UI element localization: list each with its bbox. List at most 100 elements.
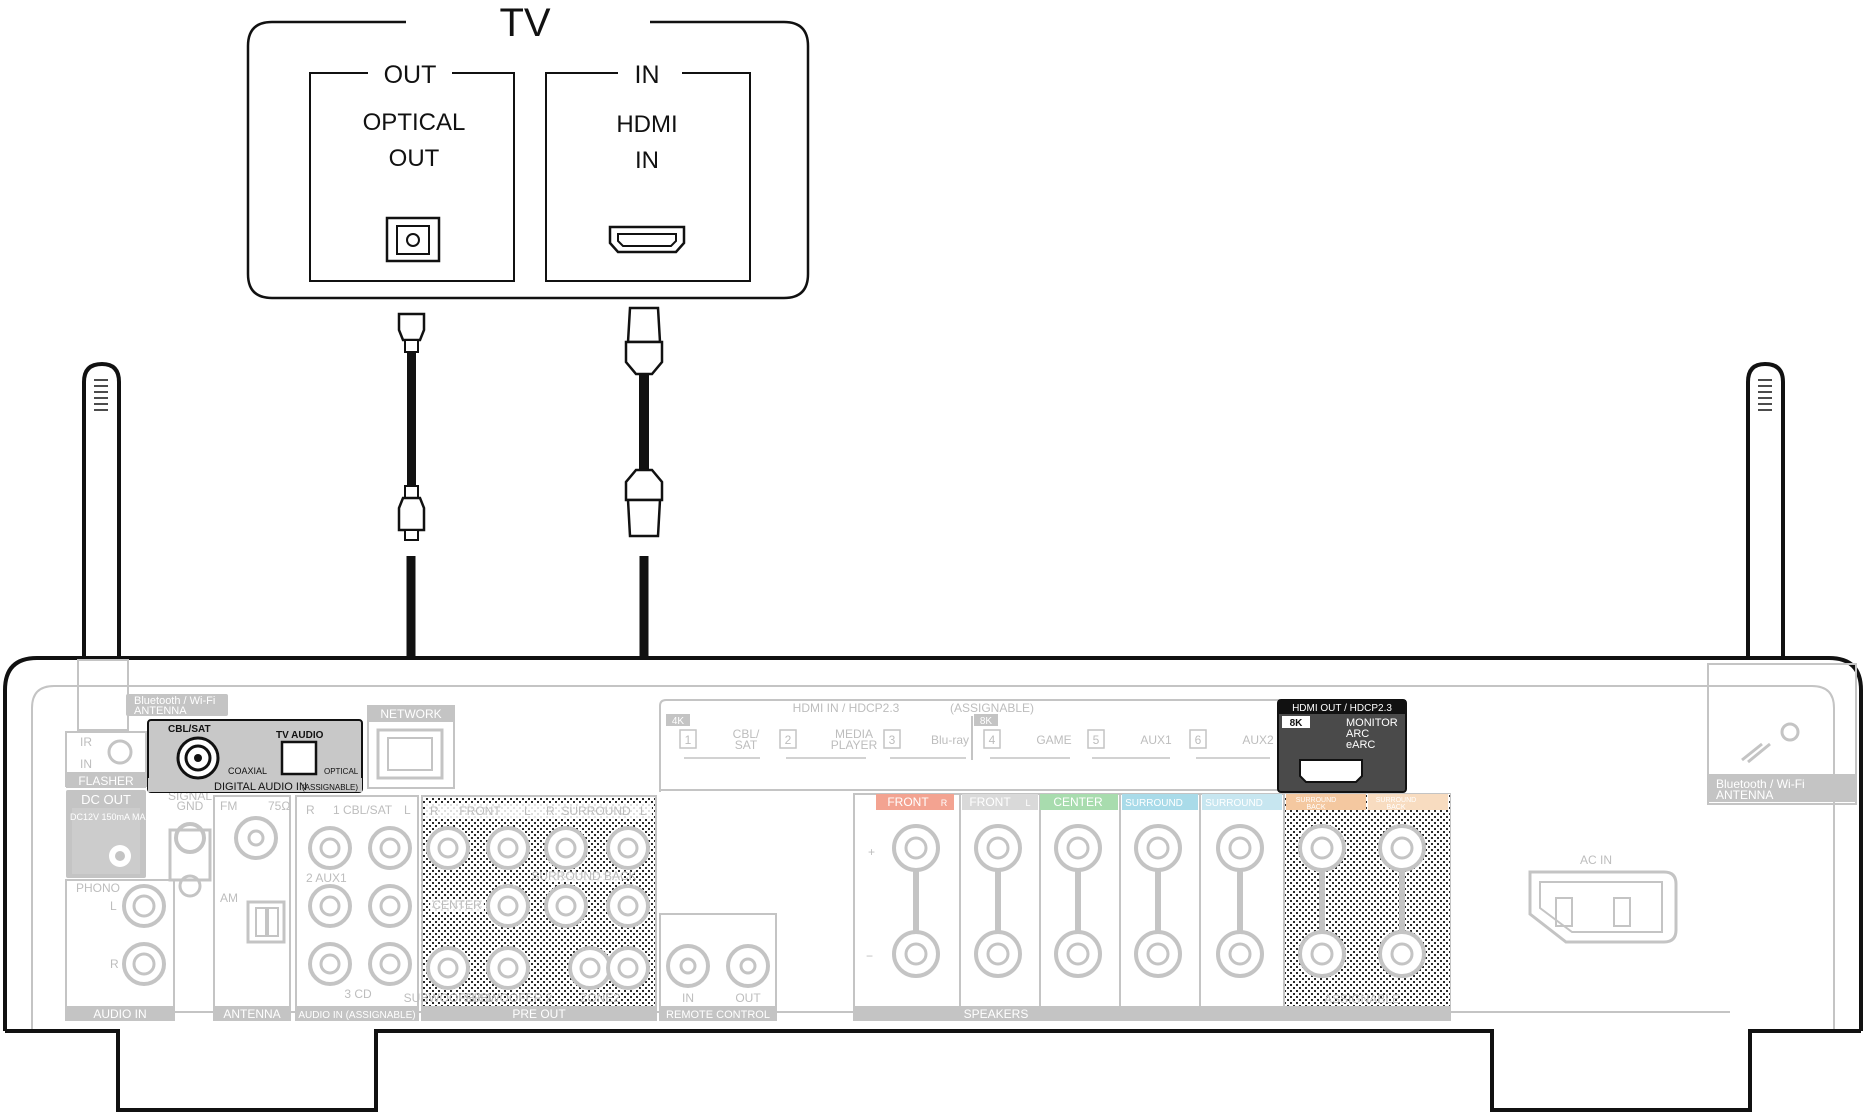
dc-spec-label: DC12V 150mA MAX. — [70, 812, 154, 822]
flasher-in-label: IN — [80, 757, 92, 771]
hdmi-plug-top — [626, 306, 662, 344]
audio-in-r-label: R — [306, 803, 315, 817]
optical-in-port[interactable] — [280, 740, 318, 776]
optical-plug-top — [397, 312, 426, 342]
sp-front-l-label: FRONT — [969, 795, 1011, 809]
network-label: NETWORK — [380, 707, 441, 721]
signal-gnd-label-2: GND — [177, 799, 204, 813]
audio-in-2-label: 2 AUX1 — [306, 871, 347, 885]
speakers-label: SPEAKERS — [964, 1007, 1029, 1021]
subwoofer1-label: SUBWOOFER 1 — [404, 991, 493, 1005]
assignable-label: ASSIGNABLE — [1324, 992, 1400, 1006]
hdmi-out-8k-badge: 8K — [1290, 718, 1304, 729]
audio-in-l-label: L — [404, 803, 411, 817]
preout-l-label: L — [524, 804, 531, 818]
rc-in-jack[interactable] — [666, 944, 710, 988]
bt-antenna-right-panel: Bluetooth / Wi-Fi ANTENNA — [1707, 663, 1857, 805]
subwoofer2-label: SUBWOOFER 2 — [464, 991, 553, 1005]
tv-hdmi-port[interactable] — [608, 225, 686, 254]
hdmi-in-assignable-label: (ASSIGNABLE) — [950, 701, 1034, 715]
tv-optical-label-2: OUT — [389, 145, 440, 172]
cbl-sat-small-label: CBL/SAT — [168, 724, 211, 735]
tv-hdmi-in-panel — [545, 72, 751, 282]
tv-title: TV — [499, 1, 550, 45]
hdmi-1-num: 1 — [685, 733, 692, 747]
hdmi-1-label-1: CBL/ — [733, 727, 760, 741]
hdmi-4-num: 4 — [989, 733, 996, 747]
audio-in-assignable-panel: R L 1 CBL/SAT 2 AUX1 3 CD AUDIO IN (ASSI… — [295, 795, 419, 1021]
tv-hdmi-label-2: IN — [635, 147, 659, 174]
preout-r2-label: R — [546, 804, 555, 818]
hdmi-3-num: 3 — [889, 733, 896, 747]
bt-right-label-2: ANTENNA — [1716, 788, 1773, 802]
ir-label: IR — [80, 735, 92, 749]
bt-right-label-1: Bluetooth / Wi-Fi — [1716, 777, 1805, 791]
tv-in-label: IN — [635, 61, 660, 89]
ac-in-panel: AC IN — [1528, 853, 1678, 944]
sp-surround-back-l-label-1: SURROUND — [1376, 797, 1416, 804]
hdmi-4-label: GAME — [1036, 733, 1071, 747]
monitor-label: MONITOR — [1346, 717, 1398, 729]
sp-surround-back-l-label-2: BACK — [1386, 804, 1405, 811]
hdmi-in-panel: HDMI IN / HDCP2.3 (ASSIGNABLE) 4K 8K 1 C… — [659, 699, 1280, 792]
ac-inlet[interactable] — [1528, 870, 1678, 944]
network-panel: NETWORK — [367, 705, 455, 789]
rc-out-jack[interactable] — [726, 944, 770, 988]
phono-l-jack[interactable] — [122, 884, 166, 928]
hdmi-out-panel: HDMI OUT / HDCP2.3 8K MONITOR ARC eARC — [1277, 699, 1407, 793]
digital-assignable-label: (ASSIGNABLE) — [302, 783, 358, 792]
antenna-right — [1746, 361, 1785, 660]
tv-optical-out-panel — [309, 72, 515, 282]
receiver-feet — [5, 1029, 1861, 1112]
sp-front-l-badge: L — [1025, 798, 1030, 808]
optical-label: OPTICAL — [324, 767, 359, 776]
preout-center-label: CENTER — [432, 898, 482, 912]
remote-control-label: REMOTE CONTROL — [666, 1009, 770, 1021]
bt-antenna-left-panel: Bluetooth / Wi-Fi ANTENNA — [77, 659, 228, 731]
antenna-label: ANTENNA — [223, 1007, 280, 1021]
hdmi-out-port[interactable] — [1299, 759, 1363, 783]
coaxial-label: COAXIAL — [228, 766, 267, 776]
hdmi-3-label: Blu-ray — [931, 733, 969, 747]
speaker-minus-label: − — [866, 949, 873, 963]
lan-port[interactable] — [376, 728, 444, 780]
preout-r-label: R — [430, 804, 439, 818]
audio-in-label: AUDIO IN — [93, 1007, 146, 1021]
tv-out-label: OUT — [384, 61, 437, 89]
sp-front-r-badge: R — [941, 798, 948, 808]
earc-label: eARC — [1346, 739, 1375, 751]
tv-optical-port[interactable] — [385, 216, 441, 263]
antenna-left — [82, 361, 121, 660]
hdmi-1-label-2: SAT — [735, 738, 758, 752]
hdmi-5-label: AUX1 — [1140, 733, 1172, 747]
speakers-panel: FRONT FRONT CENTER SURROUND SURROUND SUR… — [853, 793, 1451, 1021]
arc-label: ARC — [1346, 728, 1369, 740]
flasher-jack[interactable] — [107, 739, 133, 765]
phono-l-label: L — [110, 899, 117, 913]
zone2-label: ZONE2 — [580, 991, 620, 1005]
phono-r-jack[interactable] — [122, 942, 166, 986]
fm-jack[interactable] — [234, 816, 278, 860]
hdmi-out-header: HDMI OUT / HDCP2.3 — [1292, 703, 1392, 714]
sp-surround-back-r-label-1: SURROUND — [1296, 797, 1336, 804]
speaker-plus-label: + — [868, 845, 875, 859]
hdmi-6-num: 6 — [1195, 733, 1202, 747]
badge-4k: 4K — [672, 716, 685, 727]
phono-label: PHONO — [76, 881, 120, 895]
digital-audio-in-label: DIGITAL AUDIO IN — [214, 781, 307, 793]
hdmi-2-num: 2 — [785, 733, 792, 747]
hdmi-2-label-2: PLAYER — [831, 738, 878, 752]
optical-plug-bottom — [397, 496, 426, 532]
audio-in-assignable-label: AUDIO IN (ASSIGNABLE) — [298, 1010, 415, 1021]
bt-left-label-1: Bluetooth / Wi-Fi — [134, 695, 215, 707]
flasher-panel: IR IN FLASHER — [65, 731, 147, 788]
am-terminal[interactable] — [246, 900, 286, 944]
hdmi-in-header: HDMI IN / HDCP2.3 — [793, 701, 900, 715]
audio-in-3-label: 3 CD — [344, 987, 372, 1001]
phono-r-label: R — [110, 957, 119, 971]
pre-out-panel: R FRONT L R SURROUND L SURROUND BACK CEN… — [404, 795, 657, 1021]
tv-optical-label-1: OPTICAL — [363, 109, 466, 136]
am-label: AM — [220, 891, 238, 905]
pre-out-label: PRE OUT — [512, 1007, 566, 1021]
